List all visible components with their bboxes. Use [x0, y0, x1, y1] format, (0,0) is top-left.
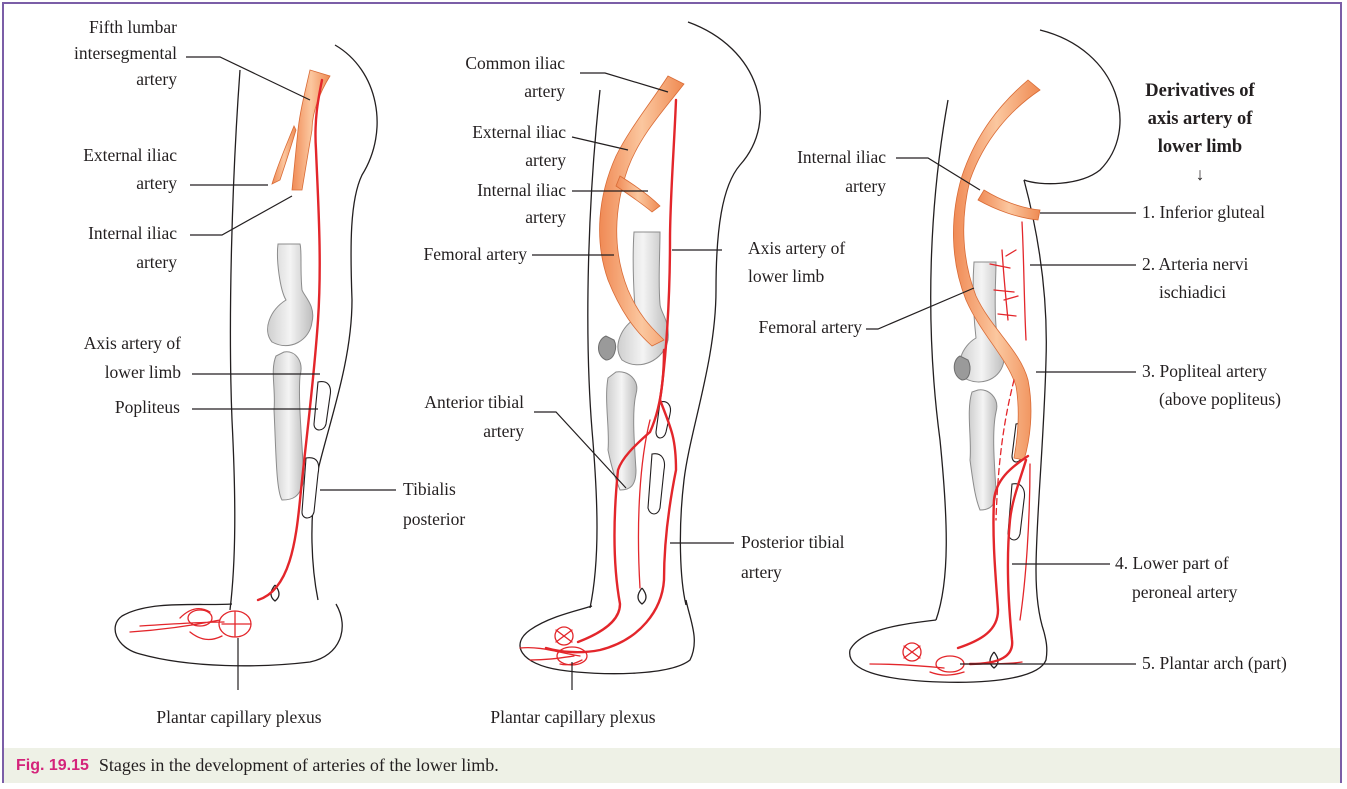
label-derivatives-line3: lower limb [1158, 137, 1242, 157]
label-plantar-plexus: Plantar capillary plexus [156, 707, 321, 727]
label-external-iliac-line1: External iliac [83, 145, 177, 165]
label-common-iliac-line2: artery [524, 81, 565, 101]
label-internal-iliac-line1: Internal iliac [88, 223, 177, 243]
label-fifth-lumbar-line1: Fifth lumbar [89, 17, 177, 37]
label-femoral-artery: Femoral artery [424, 244, 528, 264]
label-plantar-arch: 5. Plantar arch (part) [1142, 653, 1287, 673]
label-internal-iliac-line1: Internal iliac [477, 180, 566, 200]
panel-1-labels: Fifth lumbar intersegmental artery Exter… [74, 17, 465, 727]
label-anterior-tibial-line1: Anterior tibial [424, 392, 524, 412]
label-arteria-nervi-line2: ischiadici [1159, 282, 1226, 302]
label-axis-artery-line2: lower limb [105, 362, 182, 382]
panel-2-arteries [546, 76, 684, 652]
label-posterior-tibial-line1: Posterior tibial [741, 532, 845, 552]
label-tibialis-line2: posterior [403, 509, 465, 529]
label-derivatives-line2: axis artery of [1148, 109, 1254, 129]
panel-1-plantar-plexus [130, 609, 251, 640]
figure-caption: Fig. 19.15 Stages in the development of … [4, 748, 1340, 783]
label-external-iliac-line1: External iliac [472, 122, 566, 142]
label-anterior-tibial-line2: artery [483, 421, 524, 441]
label-fifth-lumbar-line2: intersegmental [74, 43, 177, 63]
lower-limb-artery-diagram: Fifth lumbar intersegmental artery Exter… [0, 0, 1347, 750]
panel-3-stage-derivatives: Derivatives of axis artery of lower limb… [759, 30, 1287, 682]
label-peroneal-line2: peroneal artery [1132, 582, 1238, 602]
label-internal-iliac-line2: artery [136, 252, 177, 272]
label-arteria-nervi-line1: 2. Arteria nervi [1142, 254, 1249, 274]
label-derivatives-line1: Derivatives of [1145, 81, 1255, 101]
label-peroneal-line1: 4. Lower part of [1115, 553, 1229, 573]
label-popliteal-line1: 3. Popliteal artery [1142, 361, 1267, 381]
label-inferior-gluteal: 1. Inferior gluteal [1142, 202, 1265, 222]
label-common-iliac-line1: Common iliac [465, 53, 565, 73]
panel-3-bones [954, 262, 1004, 510]
label-external-iliac-line2: artery [525, 150, 566, 170]
panel-1-stage-early: Fifth lumbar intersegmental artery Exter… [74, 17, 465, 727]
label-internal-iliac-line2: artery [525, 207, 566, 227]
panel-1-leaders [186, 57, 396, 690]
caption-text: Stages in the development of arteries of… [99, 755, 499, 776]
label-axis-artery-line1: Axis artery of [748, 238, 845, 258]
panel-1-limb-outline [115, 45, 377, 666]
derivatives-arrow: ↓ [1196, 164, 1205, 184]
label-popliteal-line2: (above popliteus) [1159, 389, 1281, 409]
label-external-iliac-line2: artery [136, 173, 177, 193]
label-tibialis-line1: Tibialis [403, 479, 456, 499]
panel-2-plantar-plexus [520, 627, 587, 665]
panel-3-leaders [866, 158, 1136, 664]
label-femoral-artery: Femoral artery [759, 317, 863, 337]
label-popliteus: Popliteus [115, 397, 180, 417]
label-posterior-tibial-line2: artery [741, 562, 782, 582]
panel-2-stage-intermediate: Common iliac artery External iliac arter… [424, 22, 846, 727]
label-fifth-lumbar-line3: artery [136, 69, 177, 89]
figure-number: Fig. 19.15 [16, 757, 89, 775]
label-plantar-plexus: Plantar capillary plexus [490, 707, 655, 727]
label-internal-iliac-line1: Internal iliac [797, 147, 886, 167]
label-axis-artery-line2: lower limb [748, 266, 825, 286]
label-internal-iliac-line2: artery [845, 176, 886, 196]
label-axis-artery-line1: Axis artery of [84, 333, 181, 353]
